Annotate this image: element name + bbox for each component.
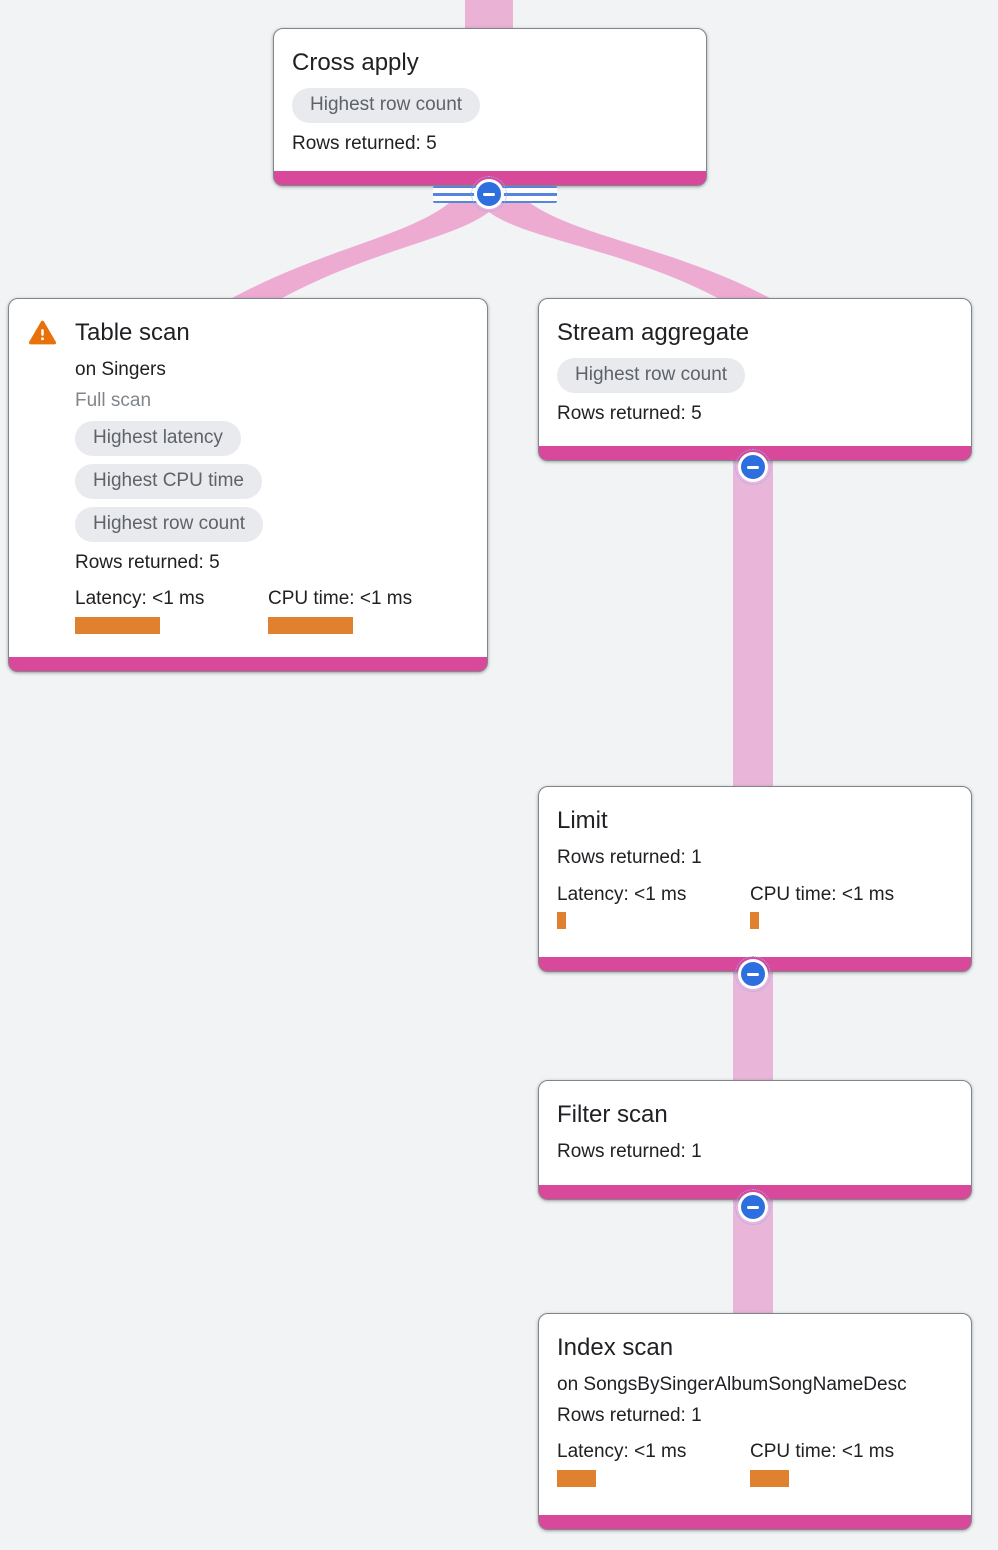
node-title: Stream aggregate bbox=[557, 319, 750, 346]
node-title: Limit bbox=[557, 807, 608, 834]
latency-label: Latency: <1 ms bbox=[557, 883, 687, 905]
node-subtitle: on Singers bbox=[75, 358, 166, 380]
node-subtitle: on SongsBySingerAlbumSongNameDesc bbox=[557, 1373, 907, 1395]
latency-label: Latency: <1 ms bbox=[557, 1441, 687, 1463]
latency-bar bbox=[557, 912, 566, 930]
node-title: Index scan bbox=[557, 1334, 674, 1361]
node-accent-bar bbox=[539, 1515, 971, 1529]
node-table-scan[interactable]: Table scan on Singers Full scan Highest … bbox=[8, 298, 488, 672]
cpu-time-bar bbox=[750, 1470, 789, 1488]
node-title: Cross apply bbox=[292, 49, 419, 76]
badge-list: Highest row count bbox=[292, 87, 688, 123]
collapse-button-limit[interactable] bbox=[735, 956, 771, 992]
badge-list: Highest row count bbox=[557, 357, 953, 393]
minus-icon bbox=[741, 1195, 765, 1219]
rows-returned: Rows returned: 5 bbox=[557, 402, 702, 424]
cpu-time-label: CPU time: <1 ms bbox=[750, 1441, 895, 1463]
badge-highest-cpu-time: Highest CPU time bbox=[75, 464, 262, 499]
rows-returned: Rows returned: 5 bbox=[75, 551, 220, 573]
node-accent-bar bbox=[9, 657, 487, 671]
latency-label: Latency: <1 ms bbox=[75, 588, 205, 610]
cpu-time-label: CPU time: <1 ms bbox=[268, 588, 413, 610]
cpu-time-bar bbox=[750, 912, 759, 930]
latency-bar bbox=[557, 1470, 596, 1488]
rows-returned: Rows returned: 1 bbox=[557, 1404, 702, 1426]
node-title: Filter scan bbox=[557, 1101, 668, 1128]
badge-list: Highest latency Highest CPU time Highest… bbox=[75, 421, 469, 542]
scan-type-label: Full scan bbox=[75, 389, 152, 411]
edge-incoming-top bbox=[465, 0, 513, 32]
collapse-button-cross-apply[interactable] bbox=[471, 176, 507, 212]
node-index-scan[interactable]: Index scan on SongsBySingerAlbumSongName… bbox=[538, 1313, 972, 1530]
metrics: Latency: <1 ms CPU time: <1 ms bbox=[557, 884, 953, 930]
node-title: Table scan bbox=[75, 319, 190, 346]
cpu-time-bar bbox=[268, 617, 353, 635]
badge-highest-row-count: Highest row count bbox=[75, 506, 264, 542]
warning-icon bbox=[29, 320, 56, 350]
node-stream-aggregate[interactable]: Stream aggregate Highest row count Rows … bbox=[538, 298, 972, 461]
badge-highest-latency: Highest latency bbox=[75, 421, 241, 457]
rows-returned: Rows returned: 1 bbox=[557, 846, 702, 868]
rows-returned: Rows returned: 1 bbox=[557, 1140, 702, 1162]
minus-icon bbox=[741, 455, 765, 479]
latency-bar bbox=[75, 617, 160, 635]
metrics: Latency: <1 ms CPU time: <1 ms bbox=[75, 588, 469, 635]
minus-icon bbox=[477, 182, 501, 206]
collapse-button-stream-aggregate[interactable] bbox=[735, 449, 771, 485]
rows-returned: Rows returned: 5 bbox=[292, 132, 437, 154]
badge-highest-row-count: Highest row count bbox=[292, 87, 481, 123]
node-cross-apply[interactable]: Cross apply Highest row count Rows retur… bbox=[273, 28, 707, 186]
metrics: Latency: <1 ms CPU time: <1 ms bbox=[557, 1441, 953, 1488]
node-filter-scan[interactable]: Filter scan Rows returned: 1 bbox=[538, 1080, 972, 1200]
edge-stream-aggregate-to-limit bbox=[733, 455, 773, 795]
collapse-button-filter-scan[interactable] bbox=[735, 1189, 771, 1225]
minus-icon bbox=[741, 962, 765, 986]
badge-highest-row-count: Highest row count bbox=[557, 357, 746, 393]
cpu-time-label: CPU time: <1 ms bbox=[750, 883, 895, 905]
node-limit[interactable]: Limit Rows returned: 1 Latency: <1 ms CP… bbox=[538, 786, 972, 972]
